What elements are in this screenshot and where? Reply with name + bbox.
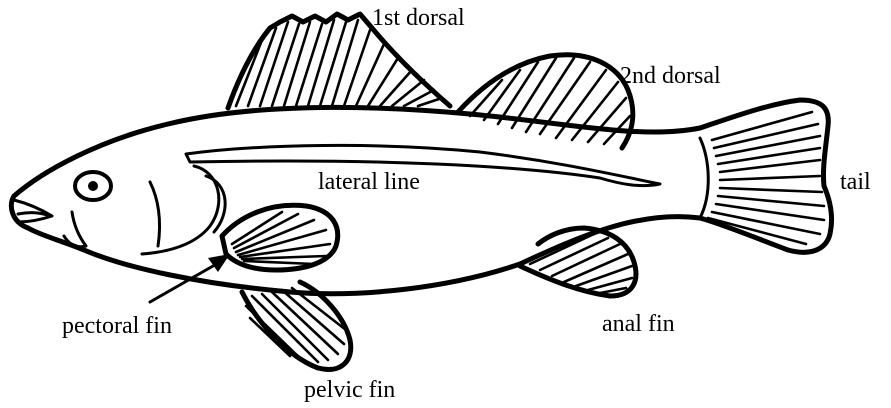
label-lateral-line: lateral line bbox=[318, 170, 420, 194]
label-anal-fin: anal fin bbox=[602, 312, 675, 336]
second-dorsal-fin bbox=[458, 55, 633, 148]
lateral-line bbox=[186, 145, 660, 185]
label-tail: tail bbox=[840, 170, 871, 194]
label-second-dorsal: 2nd dorsal bbox=[620, 64, 721, 88]
fish-body bbox=[11, 100, 831, 294]
pectoral-fin bbox=[222, 205, 338, 270]
gill-cover bbox=[64, 166, 225, 254]
label-pectoral-fin: pectoral fin bbox=[62, 314, 172, 338]
fish-eye bbox=[75, 172, 111, 200]
label-first-dorsal: 1st dorsal bbox=[372, 6, 465, 30]
label-pelvic-fin: pelvic fin bbox=[304, 378, 395, 402]
fish-mouth bbox=[14, 200, 52, 222]
pectoral-arrow bbox=[150, 254, 230, 302]
